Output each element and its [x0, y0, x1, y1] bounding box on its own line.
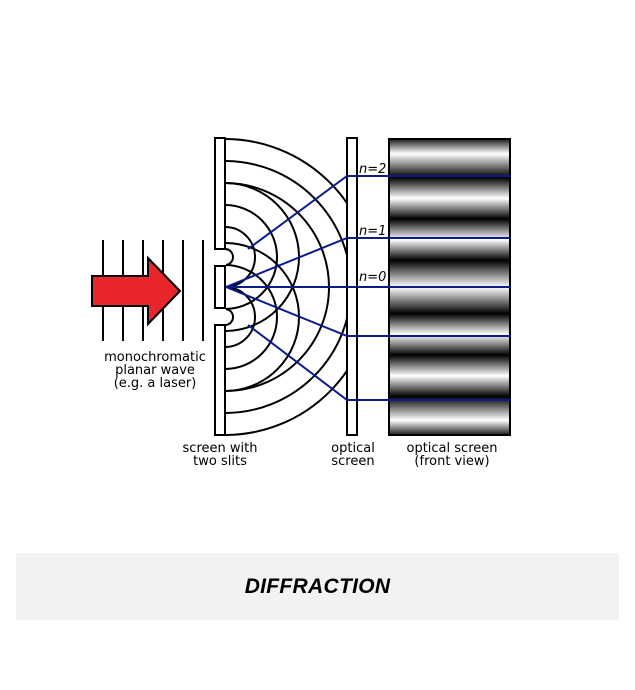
front-view-label: optical screen (front view) — [407, 441, 498, 469]
optical-screen-label: optical screen — [331, 441, 375, 469]
laser-arrow — [91, 255, 182, 327]
slit-screen-label-line2: two slits — [193, 454, 247, 469]
slit-screen — [214, 137, 226, 436]
order-label-n2: n=2 — [359, 162, 386, 177]
source-label-line3: (e.g. a laser) — [114, 376, 197, 391]
interference-rays — [225, 175, 511, 401]
optical-screen-label-line1: optical — [331, 441, 375, 456]
order-label-n0: n=0 — [359, 270, 386, 285]
optical-screen-label-line2: screen — [331, 454, 374, 469]
front-view-label-line2: (front view) — [414, 454, 489, 469]
source-label-line2: planar wave — [115, 363, 195, 378]
front-view-label-line1: optical screen — [407, 441, 498, 456]
caption-bar: DIFFRACTION — [16, 553, 619, 620]
source-label-line1: monochromatic — [104, 350, 206, 365]
slit-screen-label: screen with two slits — [183, 441, 258, 469]
slit-screen-label-line1: screen with — [183, 441, 258, 456]
double-slit-diagram: n=2 n=1 n=0 monochromatic planar wave (e… — [91, 137, 511, 469]
caption-title: DIFFRACTION — [244, 574, 391, 598]
source-label: monochromatic planar wave (e.g. a laser) — [104, 350, 206, 391]
order-label-n1: n=1 — [359, 224, 386, 239]
